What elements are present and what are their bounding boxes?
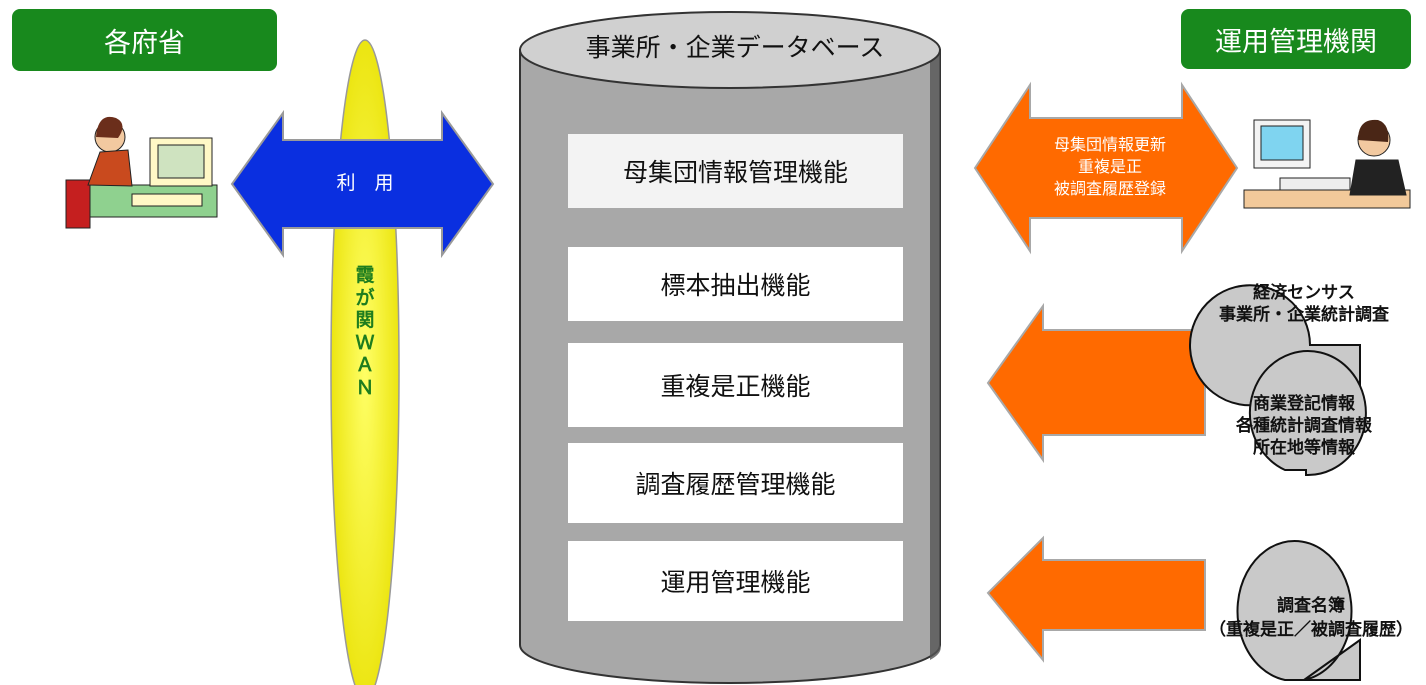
- left-arrow-label: 利 用: [336, 172, 394, 194]
- left-double-arrow: [230, 109, 495, 259]
- function-box-4: 調査履歴管理機能: [568, 443, 903, 523]
- right-user-icon: [1243, 119, 1411, 209]
- source-2-line-2: 各種統計調査情報: [1236, 416, 1372, 436]
- function-label-1: 母集団情報管理機能: [622, 158, 848, 187]
- source-3-line-2: （重複是正／被調査履歴）: [1209, 620, 1413, 640]
- wan-char-5: Ａ: [355, 354, 375, 376]
- right-arrow-line-1: 母集団情報更新: [1053, 135, 1166, 154]
- function-label-4: 調査履歴管理機能: [635, 470, 836, 499]
- right-arrow-line-3: 被調査履歴登録: [1053, 179, 1166, 198]
- source-2-line-1: 商業登記情報: [1253, 394, 1355, 414]
- function-box-3: 重複是正機能: [568, 343, 903, 427]
- database-title: 事業所・企業データベース: [585, 33, 885, 62]
- source-label-3: 調査名簿 （重複是正／被調査履歴）: [1196, 594, 1426, 642]
- right-arrow-label: 母集団情報更新 重複是正 被調査履歴登録: [1030, 134, 1190, 200]
- source-1-line-1: 経済センサス: [1253, 283, 1355, 303]
- left-user-icon: [65, 116, 218, 229]
- function-label-5: 運用管理機能: [660, 568, 811, 597]
- source-doc-3: [1236, 539, 1361, 681]
- source-1-line-2: 事業所・企業統計調査: [1219, 305, 1389, 325]
- wan-char-4: Ｗ: [355, 331, 375, 354]
- right-arrow-line-2: 重複是正: [1077, 157, 1142, 176]
- right-org-label: 運用管理機関: [1181, 9, 1411, 69]
- left-org-text: 各府省: [104, 27, 185, 59]
- wan-char-2: が: [355, 286, 375, 309]
- function-label-3: 重複是正機能: [660, 372, 811, 401]
- source-label-2: 商業登記情報 各種統計調査情報 所在地等情報: [1202, 393, 1406, 459]
- wan-label: 霞 が 関 Ｗ Ａ Ｎ: [345, 264, 385, 399]
- function-box-2: 標本抽出機能: [568, 247, 903, 321]
- source-2-line-3: 所在地等情報: [1253, 438, 1355, 458]
- left-org-label: 各府省: [12, 9, 277, 71]
- function-box-5: 運用管理機能: [568, 541, 903, 621]
- right-org-text: 運用管理機関: [1215, 26, 1377, 58]
- wan-char-6: Ｎ: [355, 376, 375, 399]
- function-box-1: 母集団情報管理機能: [568, 134, 903, 208]
- wan-char-1: 霞: [355, 264, 375, 286]
- function-label-2: 標本抽出機能: [660, 271, 811, 300]
- source-label-1: 経済センサス 事業所・企業統計調査: [1186, 282, 1422, 326]
- source-arrow-2: [986, 535, 1206, 663]
- source-doc-2: [1248, 350, 1367, 477]
- wan-char-3: 関: [355, 309, 375, 331]
- source-arrow-1: [986, 302, 1206, 464]
- source-3-line-1: 調査名簿: [1277, 596, 1345, 616]
- right-double-arrow: [973, 81, 1239, 255]
